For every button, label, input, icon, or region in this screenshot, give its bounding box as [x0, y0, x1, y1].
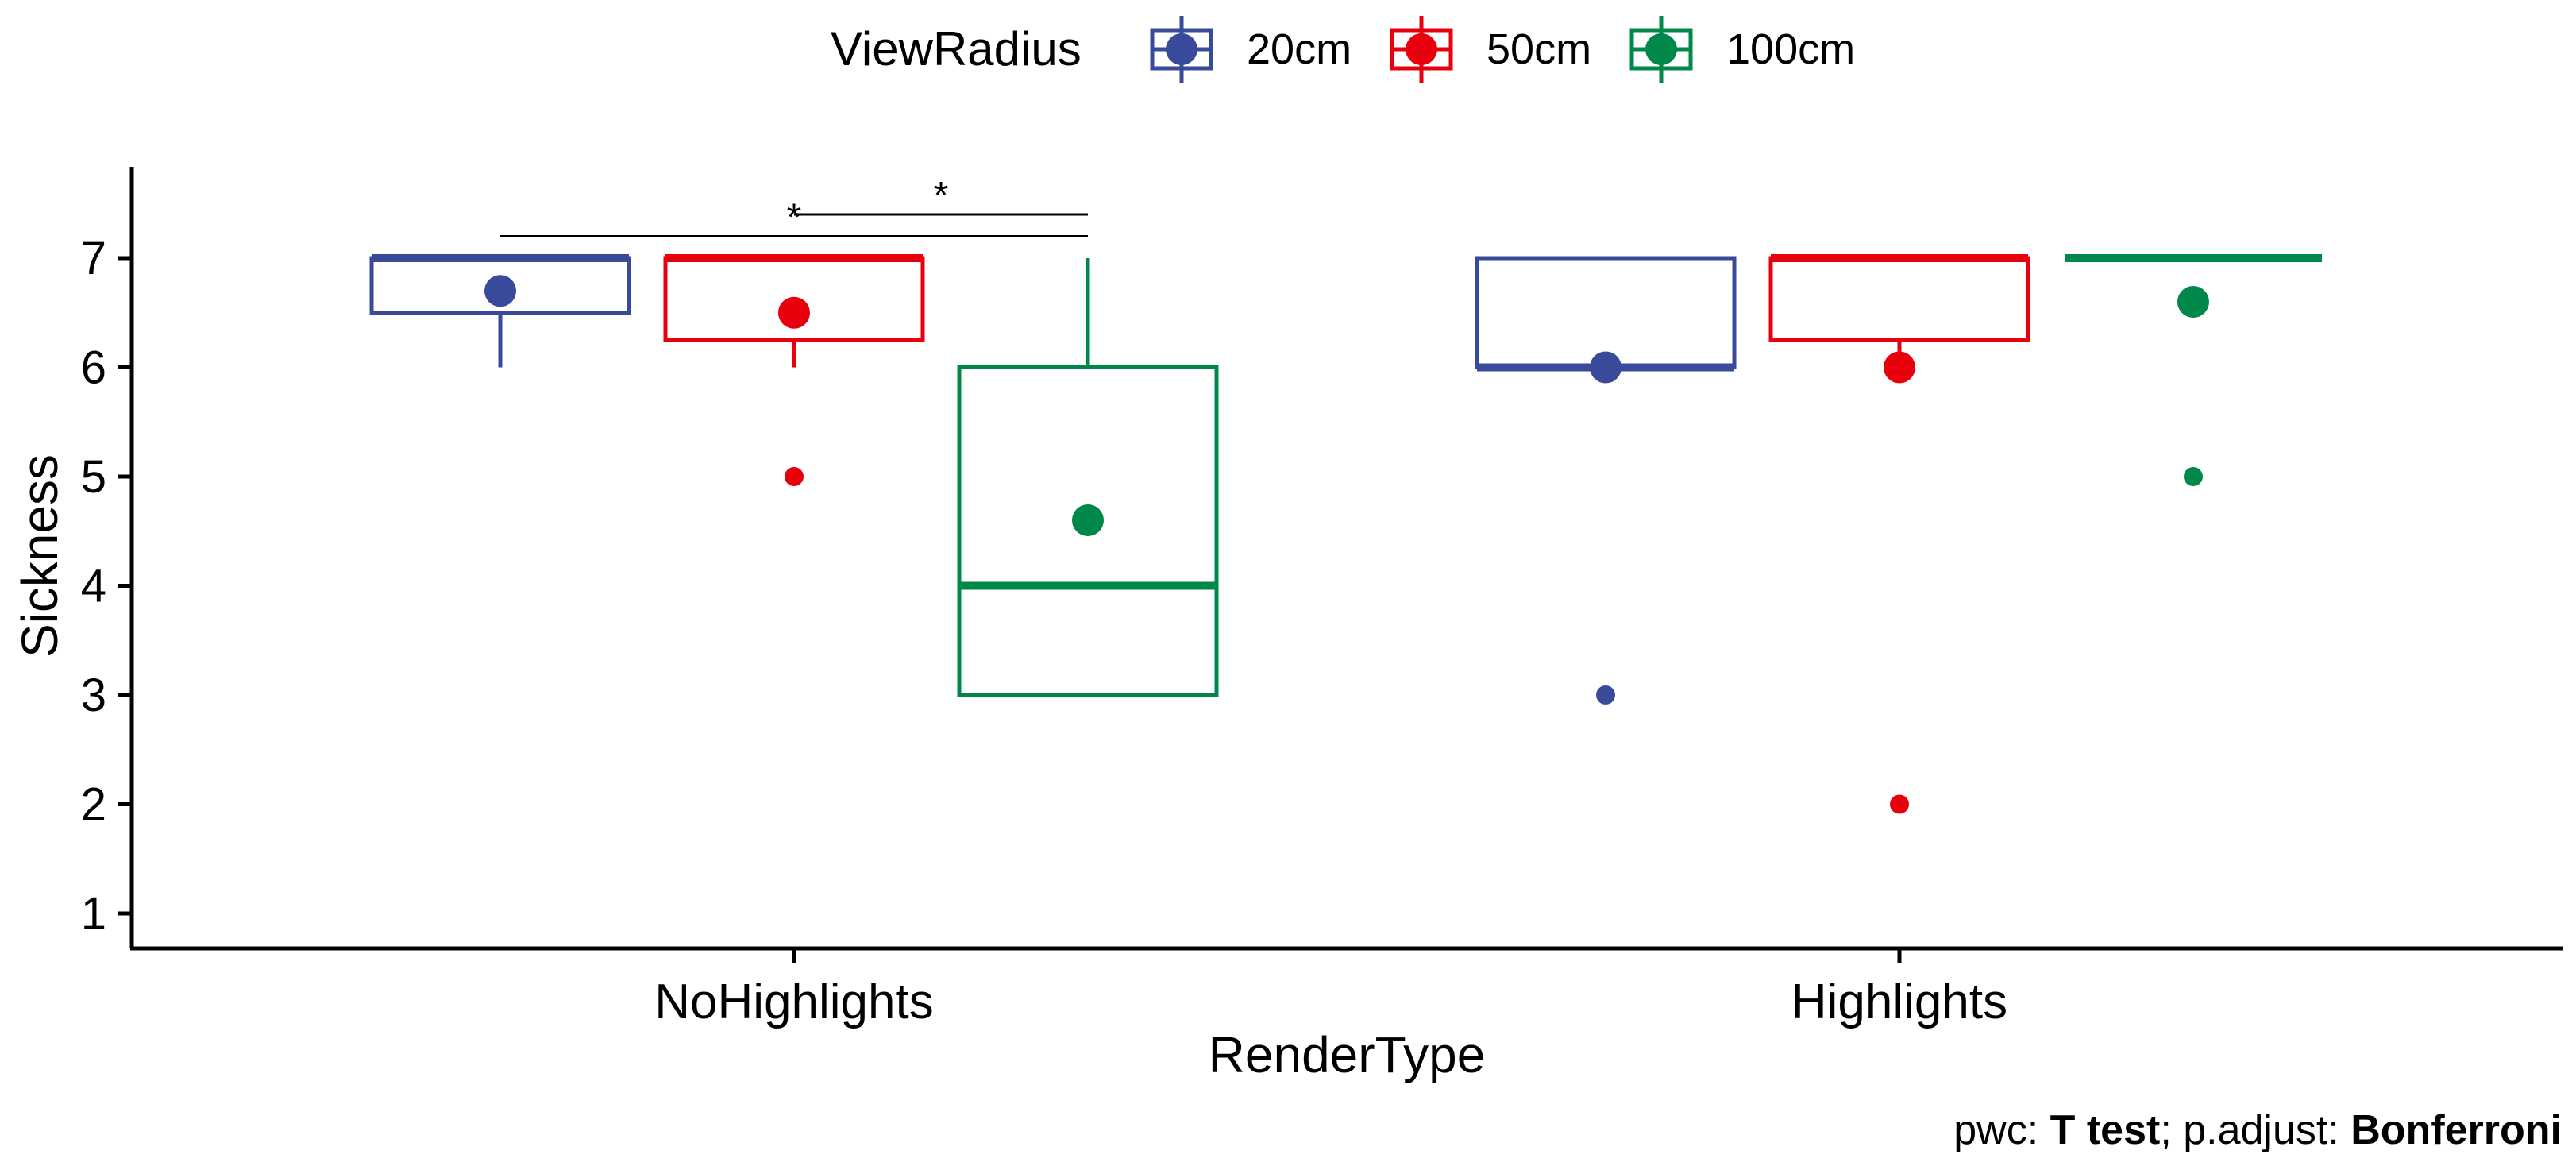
- y-tick-label: 5: [81, 451, 106, 503]
- legend-key-20cm: [1150, 16, 1213, 83]
- caption-bold-part: T test: [2050, 1107, 2161, 1153]
- y-tick-label: 4: [81, 561, 106, 612]
- box-Highlights-100cm: [2065, 254, 2322, 486]
- outlier-point: [785, 467, 804, 486]
- caption-bold-part: Bonferroni: [2350, 1107, 2562, 1153]
- mean-point: [1884, 351, 1915, 384]
- y-tick-label: 7: [81, 233, 106, 284]
- significance-label: *: [934, 175, 949, 217]
- mean-point: [484, 275, 516, 307]
- y-tick-label: 2: [81, 779, 106, 831]
- legend-label: 100cm: [1726, 25, 1855, 73]
- y-tick-label: 1: [81, 888, 106, 940]
- significance-label: *: [787, 197, 802, 239]
- caption-part: ; p.adjust:: [2160, 1107, 2350, 1153]
- x-axis-title: RenderType: [1209, 1026, 1486, 1083]
- box-NoHighlights-50cm: [663, 254, 925, 486]
- mean-point: [778, 296, 810, 329]
- legend-key-point: [1166, 33, 1197, 65]
- box-iqr: [957, 365, 1219, 697]
- box-Highlights-50cm: [1768, 254, 2030, 814]
- box-Highlights-20cm: [1475, 256, 1737, 705]
- legend-key-point: [1645, 33, 1677, 65]
- legend-title: ViewRadius: [831, 22, 1082, 75]
- box-NoHighlights-100cm: [957, 258, 1219, 697]
- mean-point: [1590, 351, 1622, 384]
- box-iqr: [1475, 256, 1737, 369]
- axes: Sickness RenderType: [11, 167, 2563, 1083]
- box-NoHighlights-20cm: [369, 254, 631, 368]
- caption: pwc: T test; p.adjust: Bonferroni: [1953, 1107, 2562, 1153]
- legend-key-50cm: [1390, 16, 1453, 83]
- x-tick-label: NoHighlights: [654, 975, 934, 1029]
- box-iqr: [1768, 256, 2030, 342]
- legend-key-100cm: [1629, 16, 1693, 83]
- legend-label: 50cm: [1487, 25, 1591, 73]
- legend-label: 20cm: [1247, 25, 1352, 73]
- mean-point: [1072, 504, 1104, 536]
- y-axis-title: Sickness: [11, 454, 68, 658]
- outlier-point: [1596, 685, 1615, 705]
- x-tick-label: Highlights: [1791, 975, 2007, 1029]
- outlier-point: [1890, 794, 1909, 814]
- legend-key-point: [1406, 33, 1437, 65]
- y-tick-label: 3: [81, 670, 106, 721]
- caption-part: pwc:: [1953, 1107, 2050, 1153]
- outlier-point: [2184, 467, 2203, 486]
- mean-point: [2177, 286, 2209, 318]
- legend: ViewRadius 20cm 50cm 100cm: [831, 16, 1855, 83]
- y-tick-label: 6: [81, 342, 106, 394]
